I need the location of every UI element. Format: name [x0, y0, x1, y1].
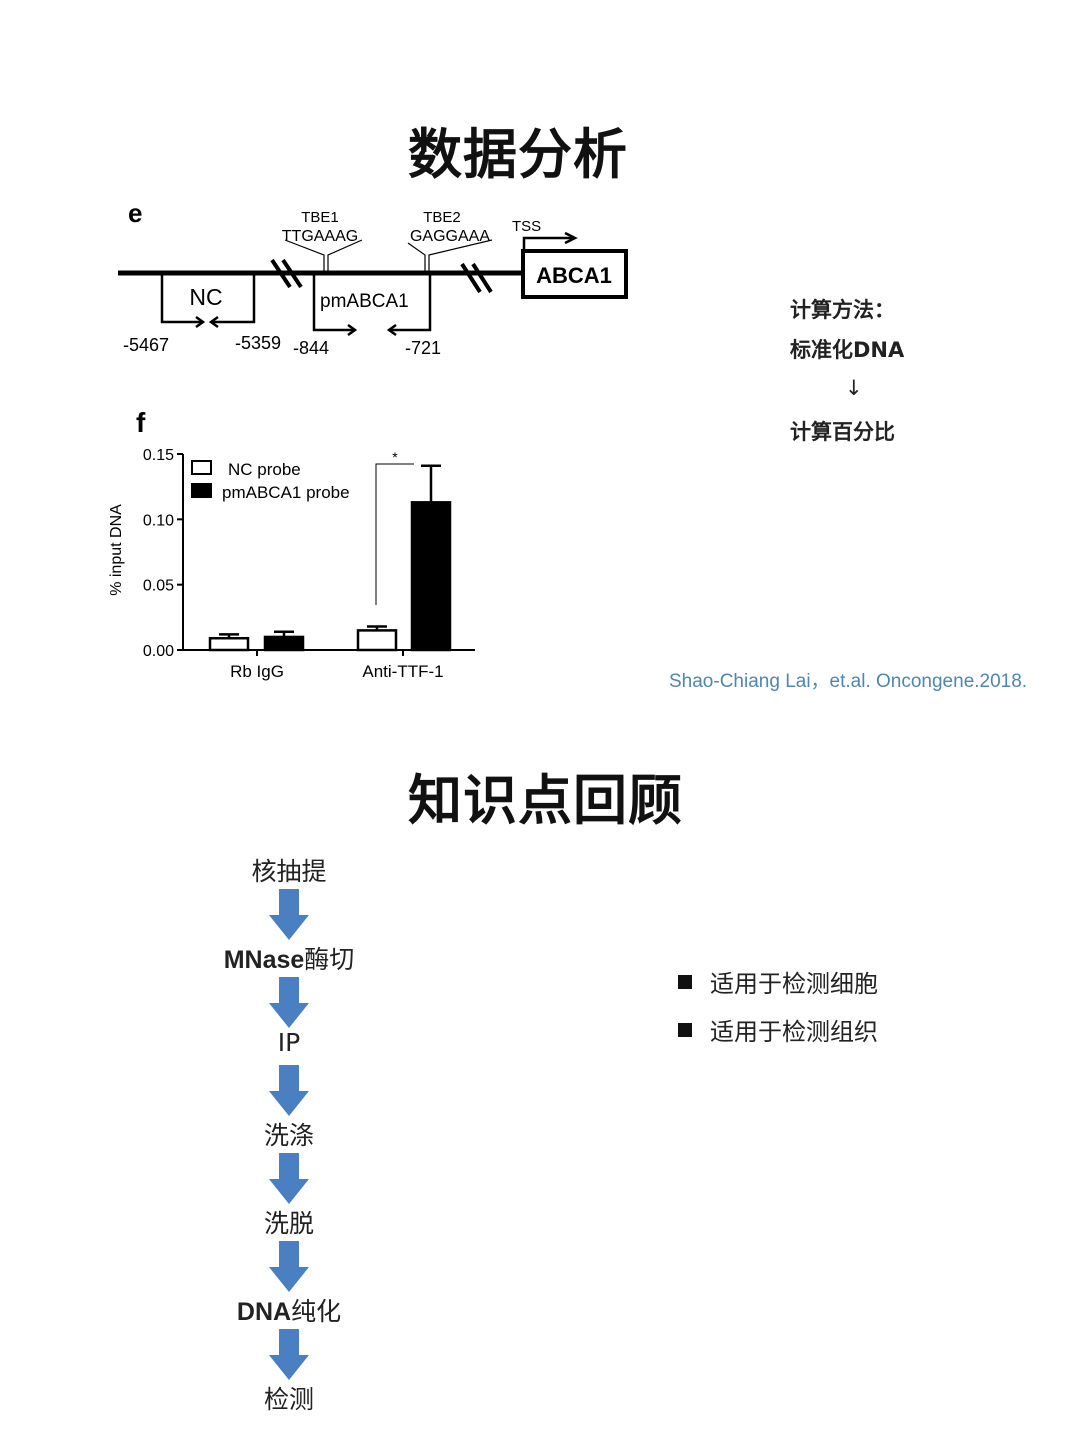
position-label: -721	[405, 338, 441, 358]
workflow-step: DNA纯化	[236, 1297, 342, 1326]
x-tick-label: Rb IgG	[230, 662, 284, 681]
bar-chart: f % input DNA 0.00 0.05 0.10 0.15 NC probe …	[108, 407, 475, 681]
legend-label: pmABCA1 probe	[222, 483, 350, 502]
down-arrow-icon	[269, 1241, 309, 1292]
nc-primers	[160, 273, 256, 324]
workflow-step: 洗涤	[263, 1121, 315, 1150]
bar-rb-igg-pmabca1	[263, 635, 305, 652]
y-tick-label: 0.00	[143, 643, 174, 660]
pm-label: pmABCA1	[320, 291, 409, 312]
y-tick-label: 0.05	[143, 578, 174, 595]
workflow-step: IP	[277, 1028, 301, 1057]
y-axis-label: % input DNA	[108, 504, 125, 596]
tbe2-label: TBE2	[423, 209, 461, 226]
section-title-data-analysis: 数据分析	[408, 123, 628, 186]
workflow-step: 检测	[263, 1385, 315, 1414]
nc-label: NC	[189, 284, 222, 310]
bar-anti-ttf-1-nc	[356, 629, 398, 652]
calc-step-2: 计算百分比	[790, 420, 895, 444]
down-arrow-icon	[269, 1153, 309, 1204]
tss-label: TSS	[512, 218, 541, 235]
bullet-square-icon	[678, 1022, 692, 1037]
calc-heading: 计算方法：	[790, 298, 895, 322]
x-tick-label: Anti-TTF-1	[362, 662, 443, 681]
bullet-item: 适用于检测组织	[678, 1012, 878, 1047]
down-arrow-icon	[269, 889, 309, 940]
position-label: -5359	[235, 333, 281, 353]
workflow-step: 核抽提	[251, 857, 327, 886]
bar-anti-ttf-1-pmabca1	[410, 501, 452, 652]
section-title-review: 知识点回顾	[408, 769, 683, 832]
citation: Shao-Chiang Lai，et.al. Oncongene.2018.	[669, 671, 1028, 692]
down-arrow-icon	[269, 1329, 309, 1380]
significance-bracket	[375, 463, 414, 605]
pm-primers	[312, 273, 432, 332]
down-arrow-icon: ↓	[845, 376, 863, 400]
legend: NC probe pmABCA1 probe	[191, 460, 350, 502]
break-mark	[270, 258, 493, 294]
legend-label: NC probe	[228, 460, 301, 479]
down-arrow-icon	[269, 1065, 309, 1116]
down-arrow-icon	[269, 977, 309, 1028]
tbe1-seq: TTGAAAG	[282, 228, 358, 245]
panel-label-e: e	[128, 198, 142, 228]
legend-swatch-nc	[191, 460, 212, 475]
gene-box	[521, 249, 628, 299]
promoter-diagram: e ABCA1 TSS NC pmABCA1 TBE1 TTGAAAG TBE2…	[118, 198, 628, 358]
workflow-step: 洗脱	[263, 1209, 315, 1238]
tss-arrow-icon	[522, 236, 572, 251]
bar-rb-igg-nc	[208, 636, 250, 652]
tbe1-label: TBE1	[301, 209, 339, 226]
gene-label: ABCA1	[536, 263, 612, 288]
tbe2-seq: GAGGAAA	[410, 228, 490, 245]
y-tick-label: 0.10	[143, 512, 174, 529]
bullet-square-icon	[678, 974, 692, 989]
legend-swatch-pm	[191, 483, 212, 498]
calc-step-1: 标准化DNA	[790, 338, 905, 362]
position-label: -5467	[123, 335, 169, 355]
position-label: -844	[293, 338, 329, 358]
workflow-step: MNase酶切	[223, 945, 355, 974]
significance-star: *	[392, 449, 398, 465]
bullet-item: 适用于检测细胞	[678, 964, 878, 999]
y-tick-label: 0.15	[143, 447, 174, 464]
panel-label-f: f	[136, 407, 146, 438]
